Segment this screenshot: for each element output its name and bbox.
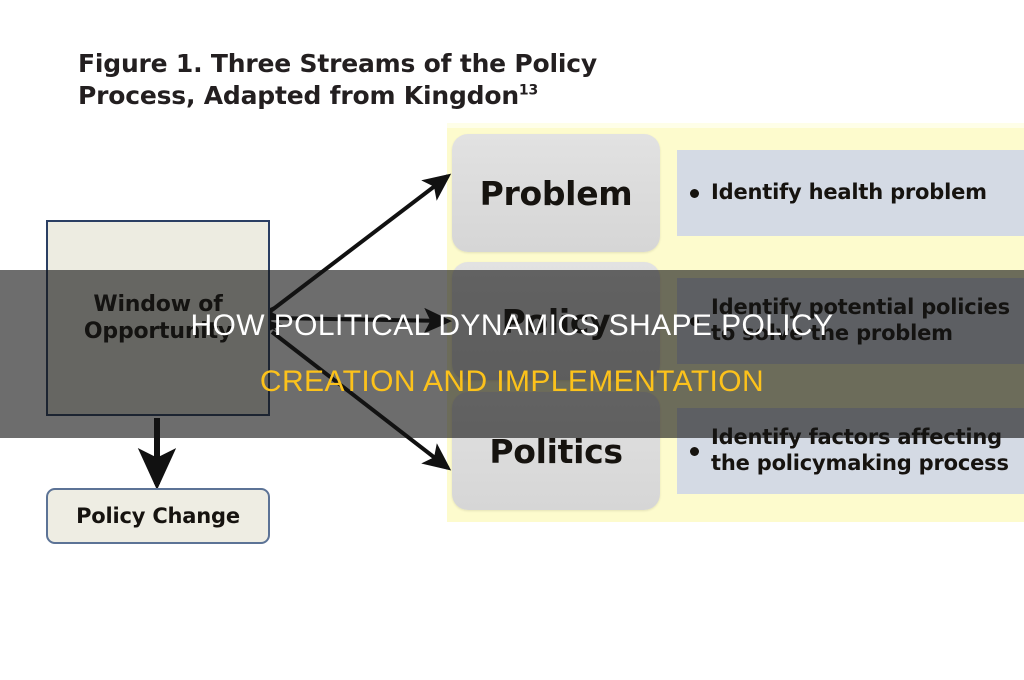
stream-label-problem: Problem	[479, 173, 633, 213]
stream-row-problem: Problem Identify health problem	[452, 134, 1024, 252]
overlay-title-line-2: CREATION AND IMPLEMENTATION	[259, 365, 765, 398]
stream-box-problem: Problem	[452, 134, 660, 252]
bullet-dot-icon	[690, 188, 699, 198]
figure-caption-text: Figure 1. Three Streams of the Policy Pr…	[78, 49, 597, 110]
stream-label-politics: Politics	[489, 431, 623, 471]
node-policy-change: Policy Change	[46, 488, 270, 544]
node-policy-change-label: Policy Change	[76, 504, 240, 528]
overlay-title-line-1: HOW POLITICAL DYNAMICS SHAPE POLICY	[190, 309, 834, 342]
figure-caption: Figure 1. Three Streams of the Policy Pr…	[78, 48, 698, 112]
figure-caption-superscript: 13	[518, 82, 539, 99]
bullet-text-problem: Identify health problem	[711, 180, 987, 205]
bullet-box-problem: Identify health problem	[677, 150, 1024, 236]
overlay-title-banner: HOW POLITICAL DYNAMICS SHAPE POLICY CREA…	[0, 270, 1024, 438]
bullet-dot-icon	[690, 446, 699, 456]
